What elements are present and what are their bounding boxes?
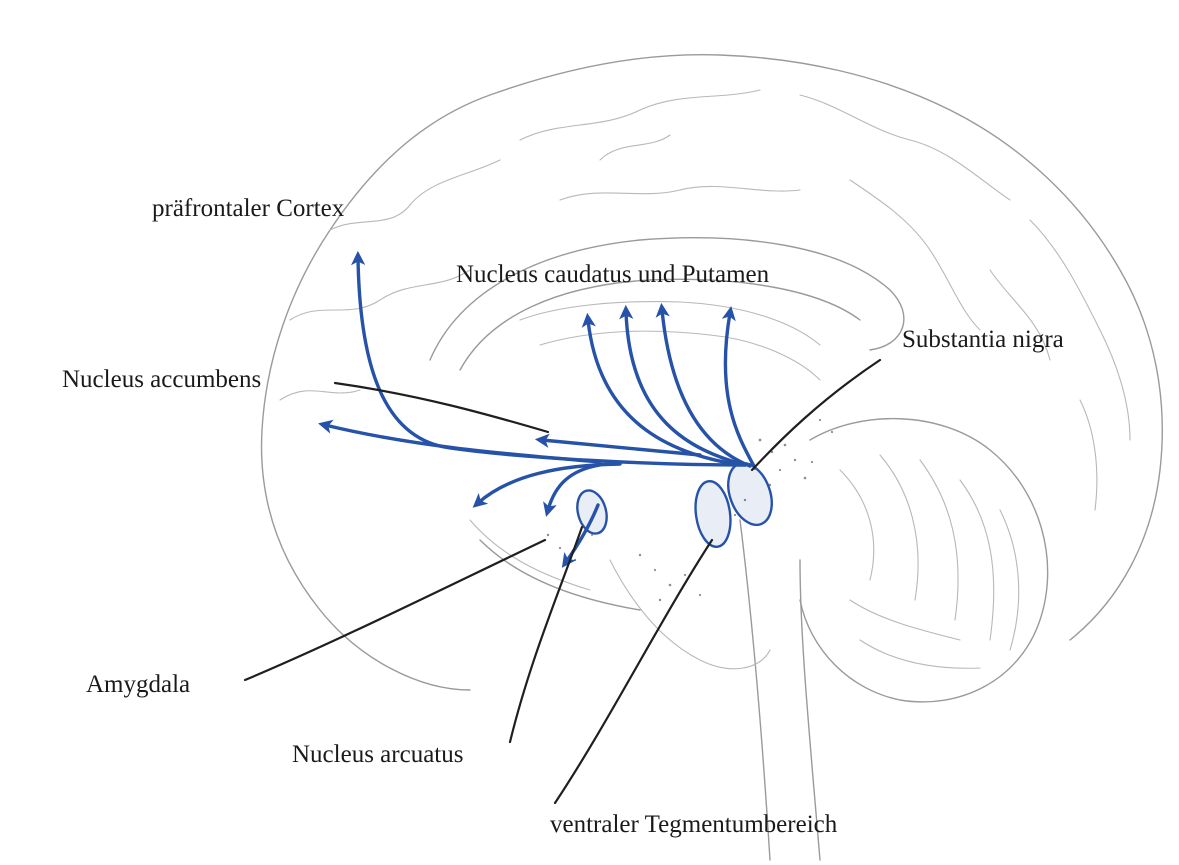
- corpus-callosum: [430, 238, 904, 380]
- leader-accumbens: [335, 383, 548, 432]
- brainstem: [610, 520, 820, 860]
- pathway-striatum-1: [588, 320, 740, 465]
- nuclei: [573, 457, 780, 549]
- pathway-striatum-3: [662, 310, 750, 466]
- label-substantia-nigra: Substantia nigra: [902, 327, 1064, 352]
- leader-lines: [245, 360, 880, 803]
- nucleus-arcuatus-oval: [573, 487, 611, 537]
- leader-vta: [555, 540, 712, 803]
- leader-arcuatus: [510, 527, 582, 742]
- leader-amygdala: [245, 540, 545, 680]
- pathway-frontal: [325, 425, 600, 462]
- temporal-lobe: [470, 520, 640, 610]
- pathway-prefrontal: [358, 258, 745, 465]
- label-amygdala: Amygdala: [86, 672, 190, 697]
- label-nucleus-arcuatus: Nucleus arcuatus: [292, 742, 463, 767]
- label-prefrontal-cortex: präfrontaler Cortex: [152, 196, 344, 221]
- brain-outline: [262, 55, 1163, 690]
- label-nucleus-accumbens: Nucleus accumbens: [62, 367, 261, 392]
- label-ventral-tegmental-area: ventraler Tegmentumbereich: [550, 812, 837, 837]
- cerebellum: [800, 419, 1048, 702]
- label-caudate-putamen: Nucleus caudatus und Putamen: [456, 262, 769, 287]
- pathway-striatum-4: [725, 313, 755, 468]
